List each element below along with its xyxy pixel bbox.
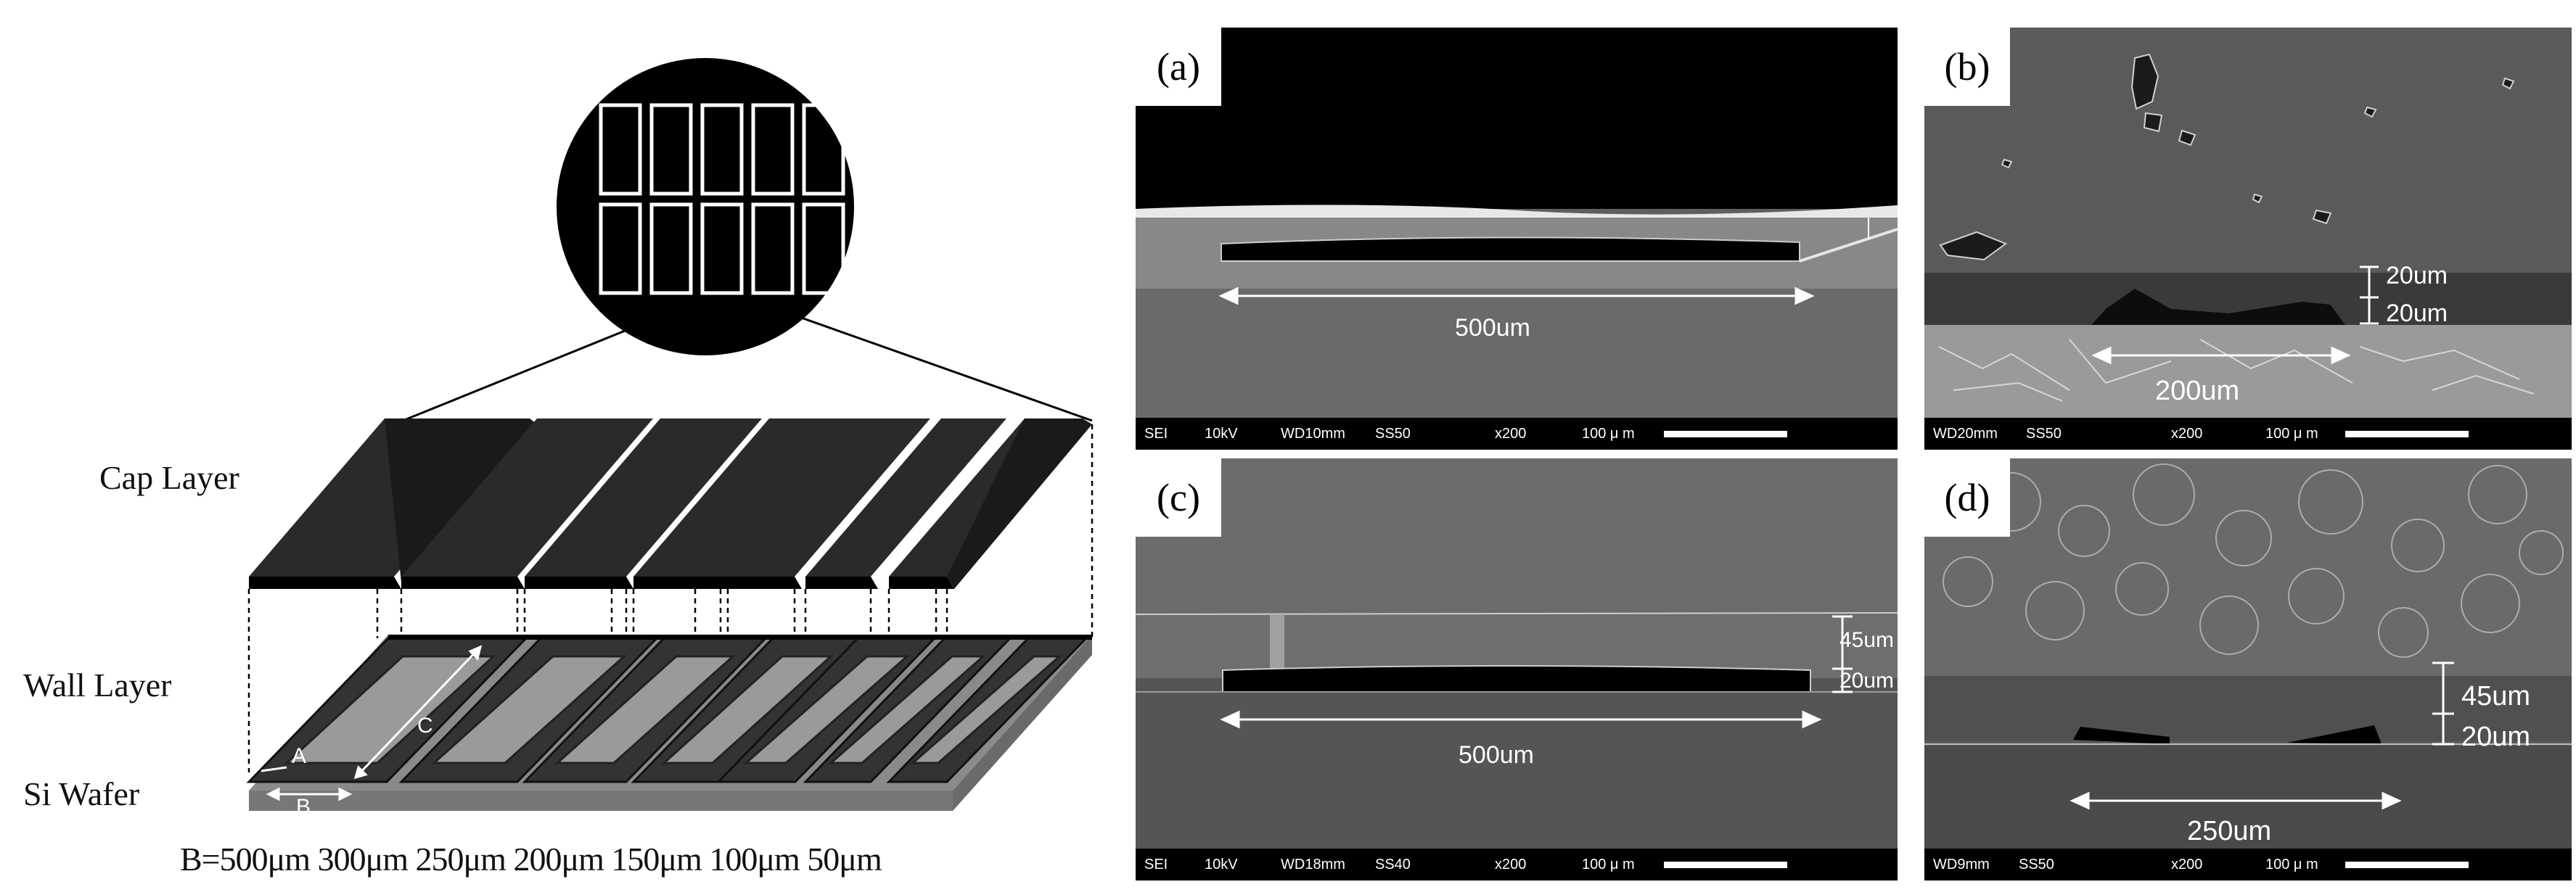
panel-c-info-bar: SEI 10kV WD18mm SS40 x200 100 μ m: [1136, 849, 1898, 880]
panel-a-dark-top: [1136, 28, 1898, 209]
panel-b-scale-bar: [2345, 431, 2469, 437]
panel-c-scale-bar: [1664, 862, 1787, 868]
dimension-arrows: [261, 645, 483, 801]
sem-panel-c: 45um 20um 500um (c) SEI 10kV WD18mm SS40…: [1136, 458, 1898, 880]
cap-layer-strips: [249, 418, 1092, 589]
dimension-b-label: B: [296, 795, 311, 819]
panel-d-overlay: 45um 20um 250um: [1924, 458, 2572, 851]
panel-a-width-measurement: 500um: [1455, 314, 1530, 342]
sem-panel-b: 20um 20um 200um (b) WD20mm SS50 x200 100…: [1924, 28, 2572, 450]
panel-c-voltage: 10kV: [1205, 857, 1238, 873]
widths-caption: B=500μm 300μm 250μm 200μm 150μm 100μm 50…: [180, 841, 882, 878]
panel-d-width-measurement: 250um: [2187, 816, 2271, 846]
panel-c-width-measurement: 500um: [1459, 741, 1534, 769]
panel-b-tag: (b): [1924, 28, 2010, 106]
panel-c-spot-size: SS40: [1375, 857, 1411, 873]
panel-b-spot-size: SS50: [2026, 426, 2062, 442]
dimension-a-label: A: [292, 744, 306, 768]
panel-a-magnification: x200: [1495, 426, 1527, 442]
wall-layer-frames: [246, 637, 1089, 783]
panel-c-overlay: 45um 20um 500um: [1136, 458, 1898, 852]
zoom-lines: [402, 296, 1093, 422]
panel-a-voltage: 10kV: [1205, 426, 1238, 442]
panel-b-overlay: 20um 20um 200um: [1924, 28, 2572, 419]
panel-c-scale-label: 100 μ m: [1582, 857, 1635, 873]
panel-c-bottom-thickness: 20um: [1839, 669, 1894, 693]
panel-b-info-bar: WD20mm SS50 x200 100 μ m: [1924, 418, 2572, 450]
fabrication-schematic: A B C: [246, 58, 1094, 819]
panel-d-top-thickness: 45um: [2461, 681, 2530, 712]
panel-b-width-measurement: 200um: [2155, 376, 2239, 406]
wall-layer-label: Wall Layer: [23, 667, 172, 704]
panel-d-working-distance: WD9mm: [1933, 857, 1990, 873]
sem-panel-d: 45um 20um 250um (d) WD9mm SS50 x200 100 …: [1924, 458, 2572, 880]
panel-d-spot-size: SS50: [2019, 857, 2054, 873]
panel-a-tag: (a): [1136, 28, 1221, 106]
si-wafer-label: Si Wafer: [23, 775, 140, 812]
wafer-chip-grid: [599, 103, 845, 295]
panel-d-scale-bar: [2345, 862, 2469, 868]
panel-c-magnification: x200: [1495, 857, 1527, 873]
panel-a-info-bar: SEI 10kV WD10mm SS50 x200 100 μ m: [1136, 418, 1898, 450]
panel-d-tag: (d): [1924, 458, 2010, 537]
panel-c-tag: (c): [1136, 458, 1221, 537]
panel-b-bottom-thickness: 20um: [2386, 300, 2448, 327]
panel-a-scale-label: 100 μ m: [1582, 426, 1635, 442]
panel-d-info-bar: WD9mm SS50 x200 100 μ m: [1924, 849, 2572, 880]
panel-c-top-thickness: 45um: [1839, 628, 1894, 652]
panel-a-overlay: 500um: [1136, 205, 1898, 419]
panel-c-detector: SEI: [1144, 857, 1168, 873]
panel-d-scale-label: 100 μ m: [2265, 857, 2318, 873]
panel-d-bottom-thickness: 20um: [2461, 722, 2530, 752]
panel-a-scale-bar: [1664, 431, 1787, 437]
panel-b-scale-label: 100 μ m: [2265, 426, 2318, 442]
dimension-c-label: C: [417, 714, 433, 738]
panel-a-working-distance: WD10mm: [1281, 426, 1345, 442]
panel-d-magnification: x200: [2171, 857, 2203, 873]
sem-panel-a: 500um (a) SEI 10kV WD10mm SS50 x200 100 …: [1136, 28, 1898, 450]
panel-b-magnification: x200: [2171, 426, 2203, 442]
wafer-disk: [557, 58, 854, 355]
panel-b-top-thickness: 20um: [2386, 262, 2448, 289]
panel-a-detector: SEI: [1144, 426, 1168, 442]
cap-layer-label: Cap Layer: [99, 459, 239, 496]
panel-b-working-distance: WD20mm: [1933, 426, 1998, 442]
panel-a-spot-size: SS50: [1375, 426, 1411, 442]
panel-c-working-distance: WD18mm: [1281, 857, 1345, 873]
